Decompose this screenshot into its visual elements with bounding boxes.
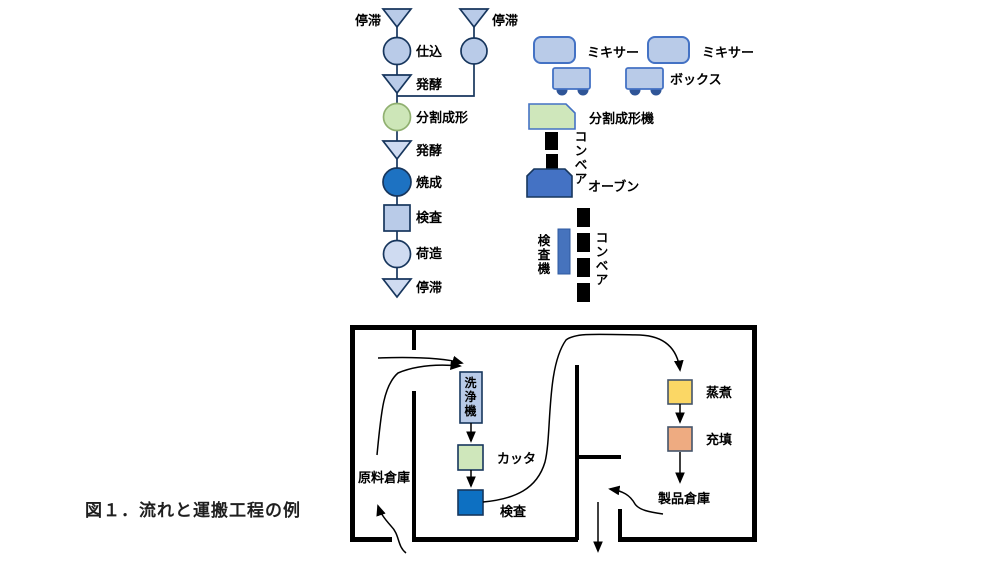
- divide-form-circle: [382, 102, 412, 132]
- label-conveyor-lower: コンベア: [595, 231, 609, 287]
- delay-triangle-2: [381, 278, 413, 299]
- arrow-raw-to-washer-straight: [377, 355, 464, 366]
- flowchart-col2: [458, 8, 490, 65]
- label-prep: 仕込: [416, 44, 443, 59]
- conveyor-lower-seg3: [577, 258, 590, 277]
- label-ferment-1: 発酵: [416, 77, 443, 92]
- label-inspect: 検査: [416, 210, 443, 225]
- label-inspection-machine: 検査機: [537, 234, 551, 276]
- inspection-shape: [457, 489, 484, 516]
- prep-circle-branch: [460, 37, 488, 65]
- pack-circle: [382, 239, 412, 269]
- filler-shape: [667, 426, 693, 452]
- flowchart-col1: [381, 8, 413, 299]
- conveyor-lower-seg1: [577, 208, 590, 227]
- label-raw-warehouse: 原料倉庫: [358, 470, 411, 485]
- label-conveyor-upper: コンベア: [574, 130, 588, 186]
- inspection-machine-shape: [557, 228, 571, 275]
- steamer-shape: [667, 379, 693, 405]
- label-pack: 荷造: [416, 246, 443, 261]
- label-mixer1: ミキサー: [587, 45, 640, 60]
- mixer1-shape: [533, 36, 576, 64]
- label-delay-branch: 停滞: [492, 13, 519, 28]
- label-cutter: カッタ: [497, 451, 537, 466]
- cutter-shape: [457, 444, 484, 471]
- label-mixer2: ミキサー: [702, 45, 755, 60]
- divider-machine-shape: [528, 103, 576, 130]
- arrow-inspection-to-steamer: [482, 333, 684, 503]
- label-product-warehouse: 製品倉庫: [658, 491, 711, 506]
- arrow-raw-to-washer-curved: [376, 360, 462, 456]
- equipment-shapes: [526, 36, 690, 302]
- box1-shape: [552, 67, 591, 90]
- inspect-square: [383, 204, 411, 232]
- box2-shape: [625, 67, 664, 90]
- arrow-product-warehouse: [608, 485, 664, 515]
- floorplan-machines: [457, 371, 693, 516]
- floorplan-walls: [350, 325, 757, 542]
- conveyor-upper-seg1: [545, 132, 558, 150]
- ferment-triangle-2: [381, 140, 413, 161]
- conveyor-upper-seg2: [546, 154, 558, 169]
- label-inspection-fp: 検査: [500, 504, 527, 519]
- oven-shape: [526, 168, 573, 198]
- bake-circle: [382, 167, 412, 197]
- label-delay-2: 停滞: [416, 280, 443, 295]
- ferment-triangle-1: [381, 74, 413, 95]
- delay-triangle-branch: [458, 8, 490, 29]
- prep-circle: [382, 36, 412, 66]
- label-divider-machine: 分割成形機: [589, 111, 655, 126]
- label-bake: 焼成: [416, 175, 443, 190]
- floorplan-arrows: [376, 333, 685, 554]
- label-delay-1: 停滞: [355, 13, 382, 28]
- label-filler: 充填: [706, 432, 733, 447]
- label-washer: 洗浄機: [464, 376, 477, 418]
- delay-triangle-1: [381, 8, 413, 29]
- conveyor-lower-seg4: [577, 283, 590, 302]
- label-oven: オーブン: [588, 179, 640, 194]
- arrow-bottom-left-door: [376, 504, 407, 554]
- mixer2-shape: [647, 36, 690, 64]
- figure-caption: 図１．流れと運搬工程の例: [85, 501, 301, 520]
- conveyor-lower-seg2: [577, 233, 590, 252]
- label-divide-form: 分割成形: [416, 110, 469, 125]
- label-ferment-2: 発酵: [416, 143, 443, 158]
- label-steamer: 蒸煮: [706, 385, 733, 400]
- label-box: ボックス: [670, 72, 722, 87]
